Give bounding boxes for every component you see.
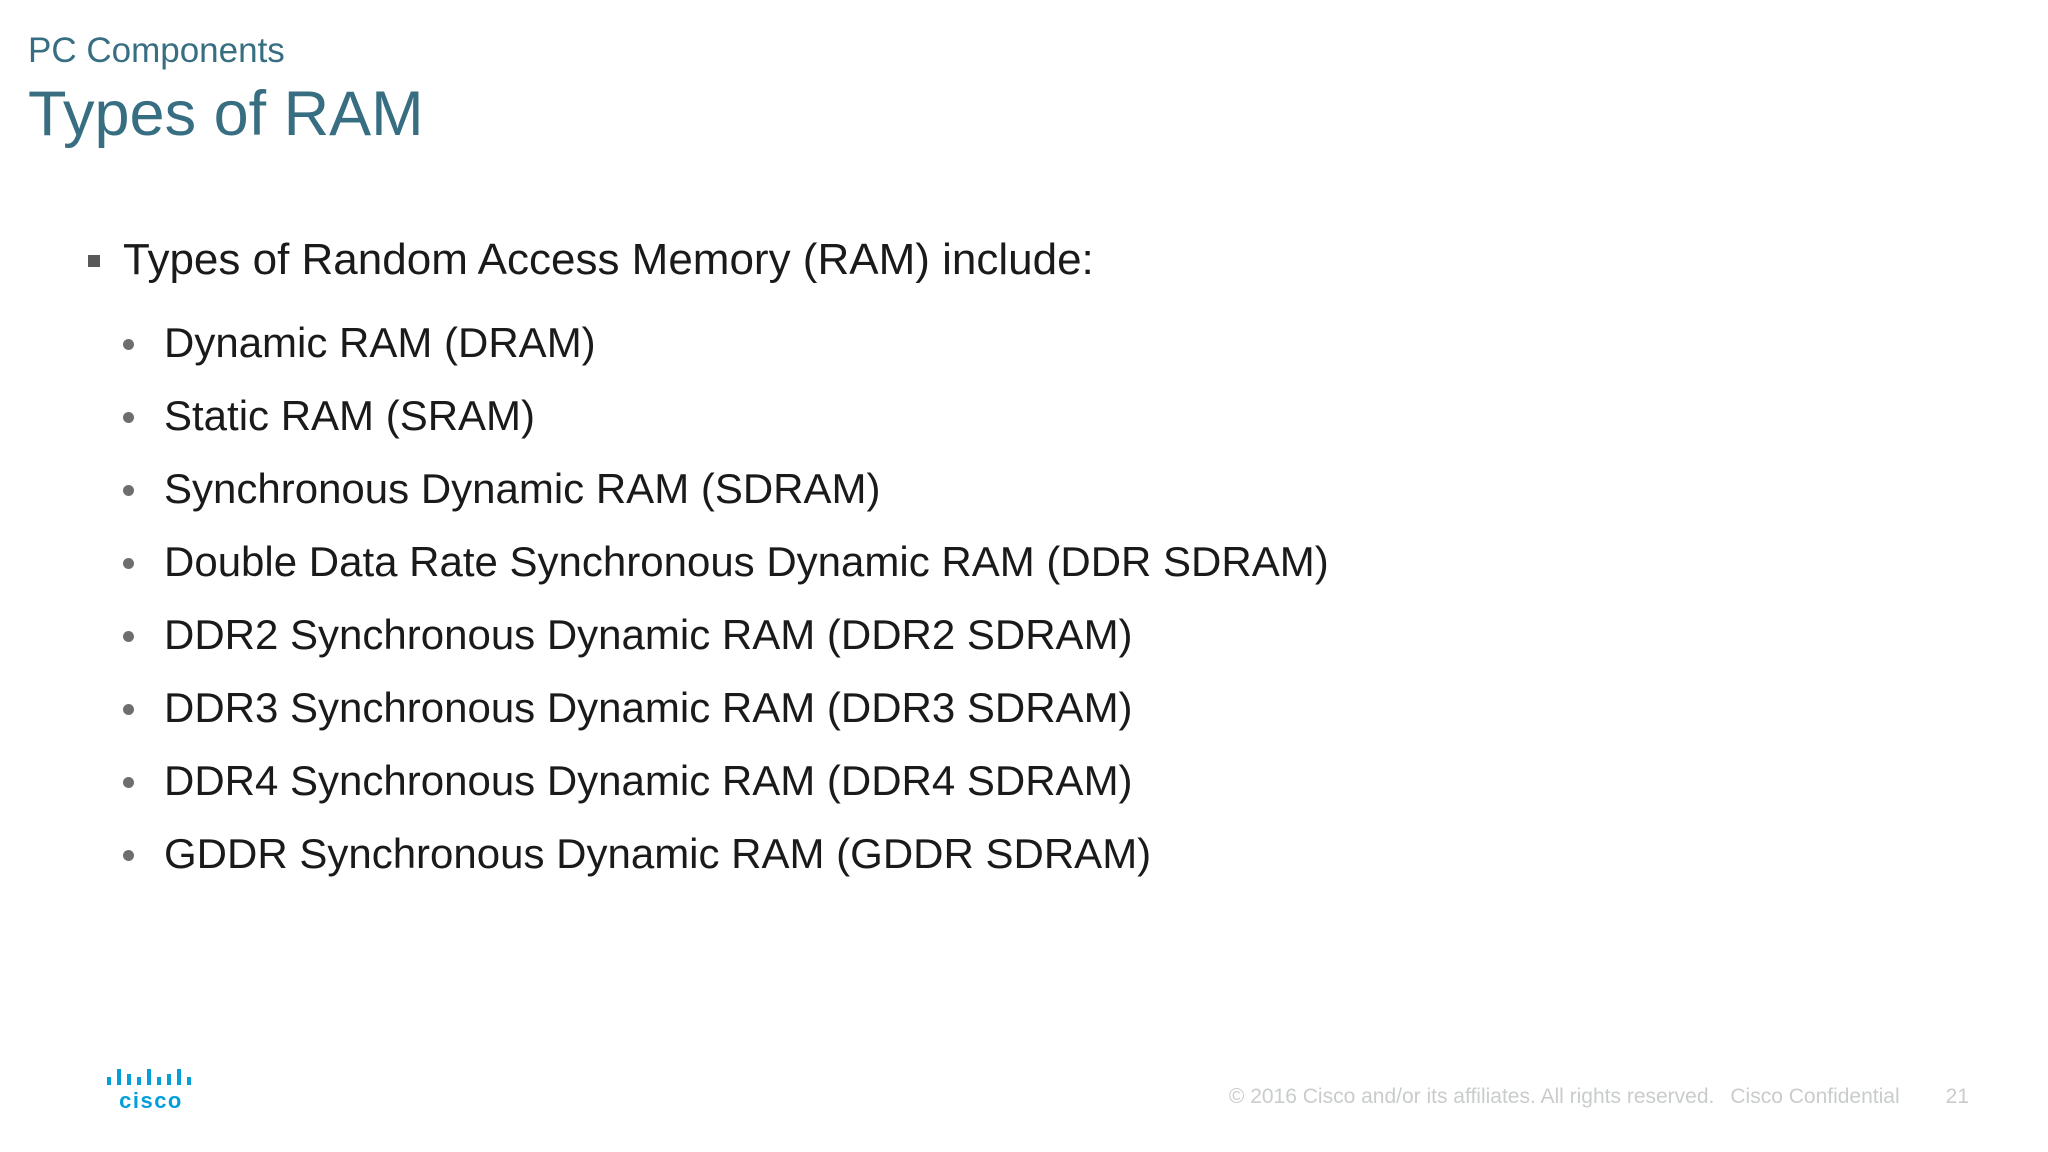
cisco-logo-text: cisco bbox=[119, 1088, 183, 1112]
list-item: GDDR Synchronous Dynamic RAM (GDDR SDRAM… bbox=[0, 817, 2048, 890]
bullet-dot-icon bbox=[123, 411, 134, 423]
list-item-text: GDDR Synchronous Dynamic RAM (GDDR SDRAM… bbox=[164, 829, 1152, 877]
list-item: DDR4 Synchronous Dynamic RAM (DDR4 SDRAM… bbox=[0, 744, 2048, 817]
list-item-text: Static RAM (SRAM) bbox=[164, 391, 536, 439]
list-item-text: Double Data Rate Synchronous Dynamic RAM… bbox=[164, 537, 1329, 585]
bullet-dot-icon bbox=[123, 849, 134, 861]
list-item-text: DDR4 Synchronous Dynamic RAM (DDR4 SDRAM… bbox=[164, 756, 1133, 804]
slide-body: Types of Random Access Memory (RAM) incl… bbox=[0, 228, 2048, 890]
list-item: DDR3 Synchronous Dynamic RAM (DDR3 SDRAM… bbox=[0, 671, 2048, 744]
bullet-dot-icon bbox=[123, 338, 134, 350]
copyright-text: © 2016 Cisco and/or its affiliates. All … bbox=[1228, 1085, 1715, 1108]
bullet-square-icon bbox=[88, 255, 100, 267]
page-number: 21 bbox=[1945, 1085, 1969, 1108]
ram-types-list: Dynamic RAM (DRAM) Static RAM (SRAM) Syn… bbox=[0, 306, 2048, 890]
bullet-dot-icon bbox=[123, 484, 134, 496]
bullet-dot-icon bbox=[123, 557, 134, 569]
slide-footer: © 2016 Cisco and/or its affiliates. All … bbox=[1229, 1085, 1969, 1109]
page-title: Types of RAM bbox=[28, 79, 424, 149]
list-item: Dynamic RAM (DRAM) bbox=[0, 306, 2048, 379]
cisco-logo-icon: cisco bbox=[107, 1069, 191, 1112]
list-item-text: Synchronous Dynamic RAM (SDRAM) bbox=[164, 464, 881, 512]
confidential-label: Cisco Confidential bbox=[1730, 1085, 1900, 1108]
list-item: Synchronous Dynamic RAM (SDRAM) bbox=[0, 452, 2048, 525]
bullet-dot-icon bbox=[123, 630, 134, 642]
section-eyebrow: PC Components bbox=[28, 31, 285, 70]
main-bullet-text: Types of Random Access Memory (RAM) incl… bbox=[123, 235, 1094, 284]
list-item-text: Dynamic RAM (DRAM) bbox=[164, 318, 596, 366]
list-item: Static RAM (SRAM) bbox=[0, 379, 2048, 452]
list-item-text: DDR3 Synchronous Dynamic RAM (DDR3 SDRAM… bbox=[164, 683, 1133, 731]
bullet-dot-icon bbox=[123, 776, 134, 788]
list-item: DDR2 Synchronous Dynamic RAM (DDR2 SDRAM… bbox=[0, 598, 2048, 671]
main-bullet: Types of Random Access Memory (RAM) incl… bbox=[0, 228, 2048, 292]
bullet-dot-icon bbox=[123, 703, 134, 715]
list-item-text: DDR2 Synchronous Dynamic RAM (DDR2 SDRAM… bbox=[164, 610, 1133, 658]
list-item: Double Data Rate Synchronous Dynamic RAM… bbox=[0, 525, 2048, 598]
slide-header: PC Components Types of RAM bbox=[28, 30, 424, 149]
